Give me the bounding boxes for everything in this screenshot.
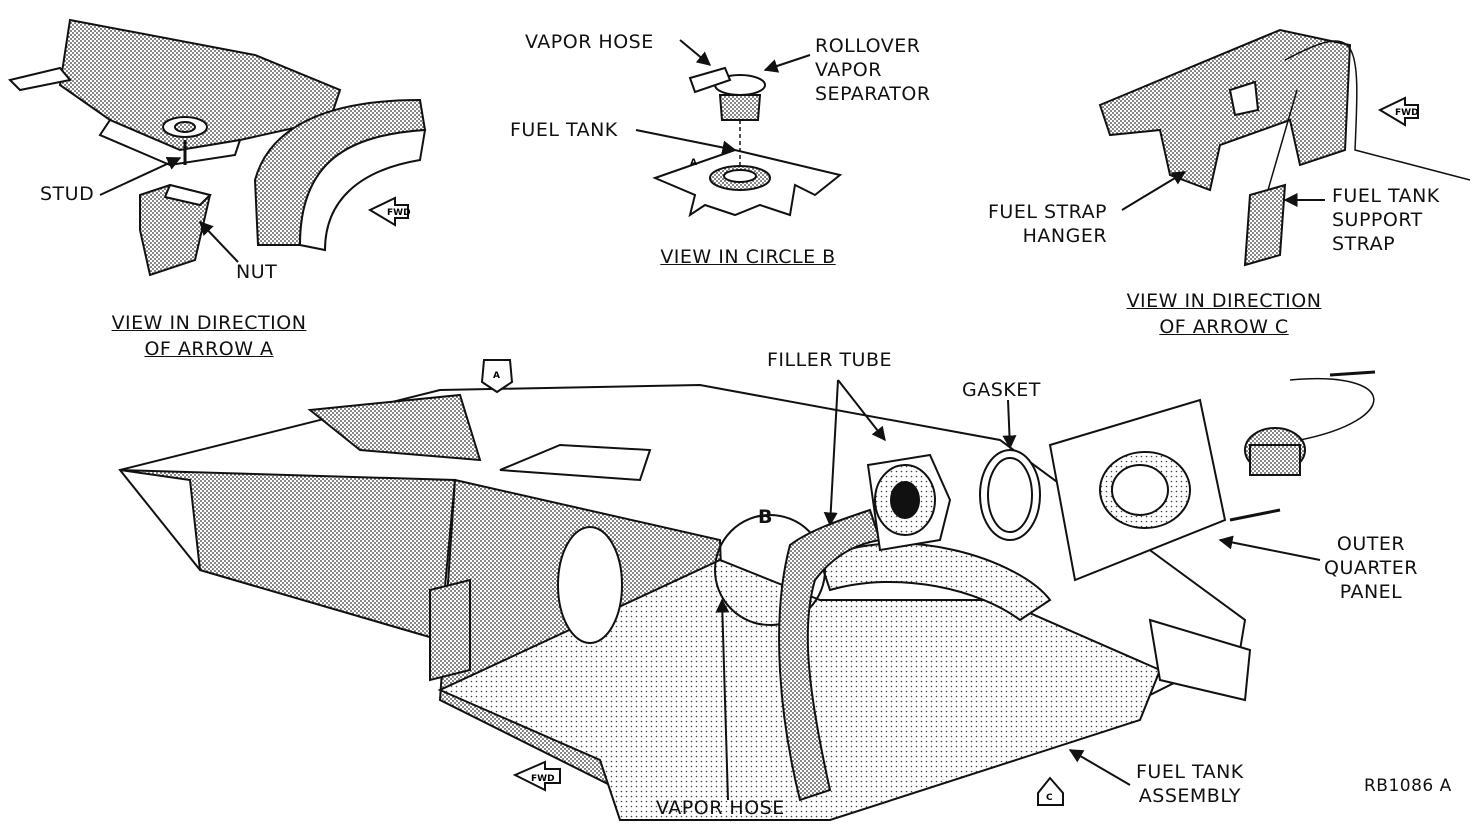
fwd-marker-main: FWD [531,774,555,784]
figure-id: RB1086 A [1364,776,1452,796]
fwd-arrow-icon [512,760,561,792]
label-vapor-hose-top: VAPOR HOSE [525,31,654,53]
arrow-a-marker-icon [480,359,514,394]
label-outer-quarter-panel: OUTER QUARTER PANEL [1324,533,1418,603]
caption-view-arrow-a: VIEW IN DIRECTION OF ARROW A [111,312,307,360]
label-stud: STUD [40,183,95,205]
view-a-illustration [8,18,427,277]
fwd-marker-c: FWD [1395,108,1419,118]
view-b-illustration [652,66,843,218]
label-circle-b: B [758,506,773,528]
label-fuel-strap-hanger: FUEL STRAP HANGER [988,201,1108,247]
label-rollover-vapor-separator: ROLLOVER VAPOR SEPARATOR [815,35,931,105]
label-nut: NUT [236,261,278,283]
label-fuel-tank-assembly: FUEL TANK ASSEMBLY [1136,761,1244,807]
circle-b-mark-left: A [690,158,697,168]
fwd-marker-a: FWD [387,208,411,218]
caption-view-circle-b: VIEW IN CIRCLE B [660,246,836,268]
view-c-illustration [1098,28,1471,267]
fwd-arrow-icon [1377,96,1419,127]
label-vapor-hose-bottom: VAPOR HOSE [656,797,785,819]
label-fuel-tank-support-strap: FUEL TANK SUPPORT STRAP [1332,185,1440,255]
caption-view-arrow-c: VIEW IN DIRECTION OF ARROW C [1126,290,1322,338]
label-filler-tube: FILLER TUBE [767,349,893,371]
marker-a-letter: A [493,371,500,381]
label-fuel-tank-small: FUEL TANK [510,119,618,141]
marker-c-letter: C [1046,793,1053,803]
main-assembly-illustration [118,359,1376,822]
label-gasket: GASKET [962,379,1041,401]
fwd-arrow-icon [367,196,409,227]
leader-lines [99,39,1325,801]
arrow-c-marker-icon [1037,776,1064,806]
